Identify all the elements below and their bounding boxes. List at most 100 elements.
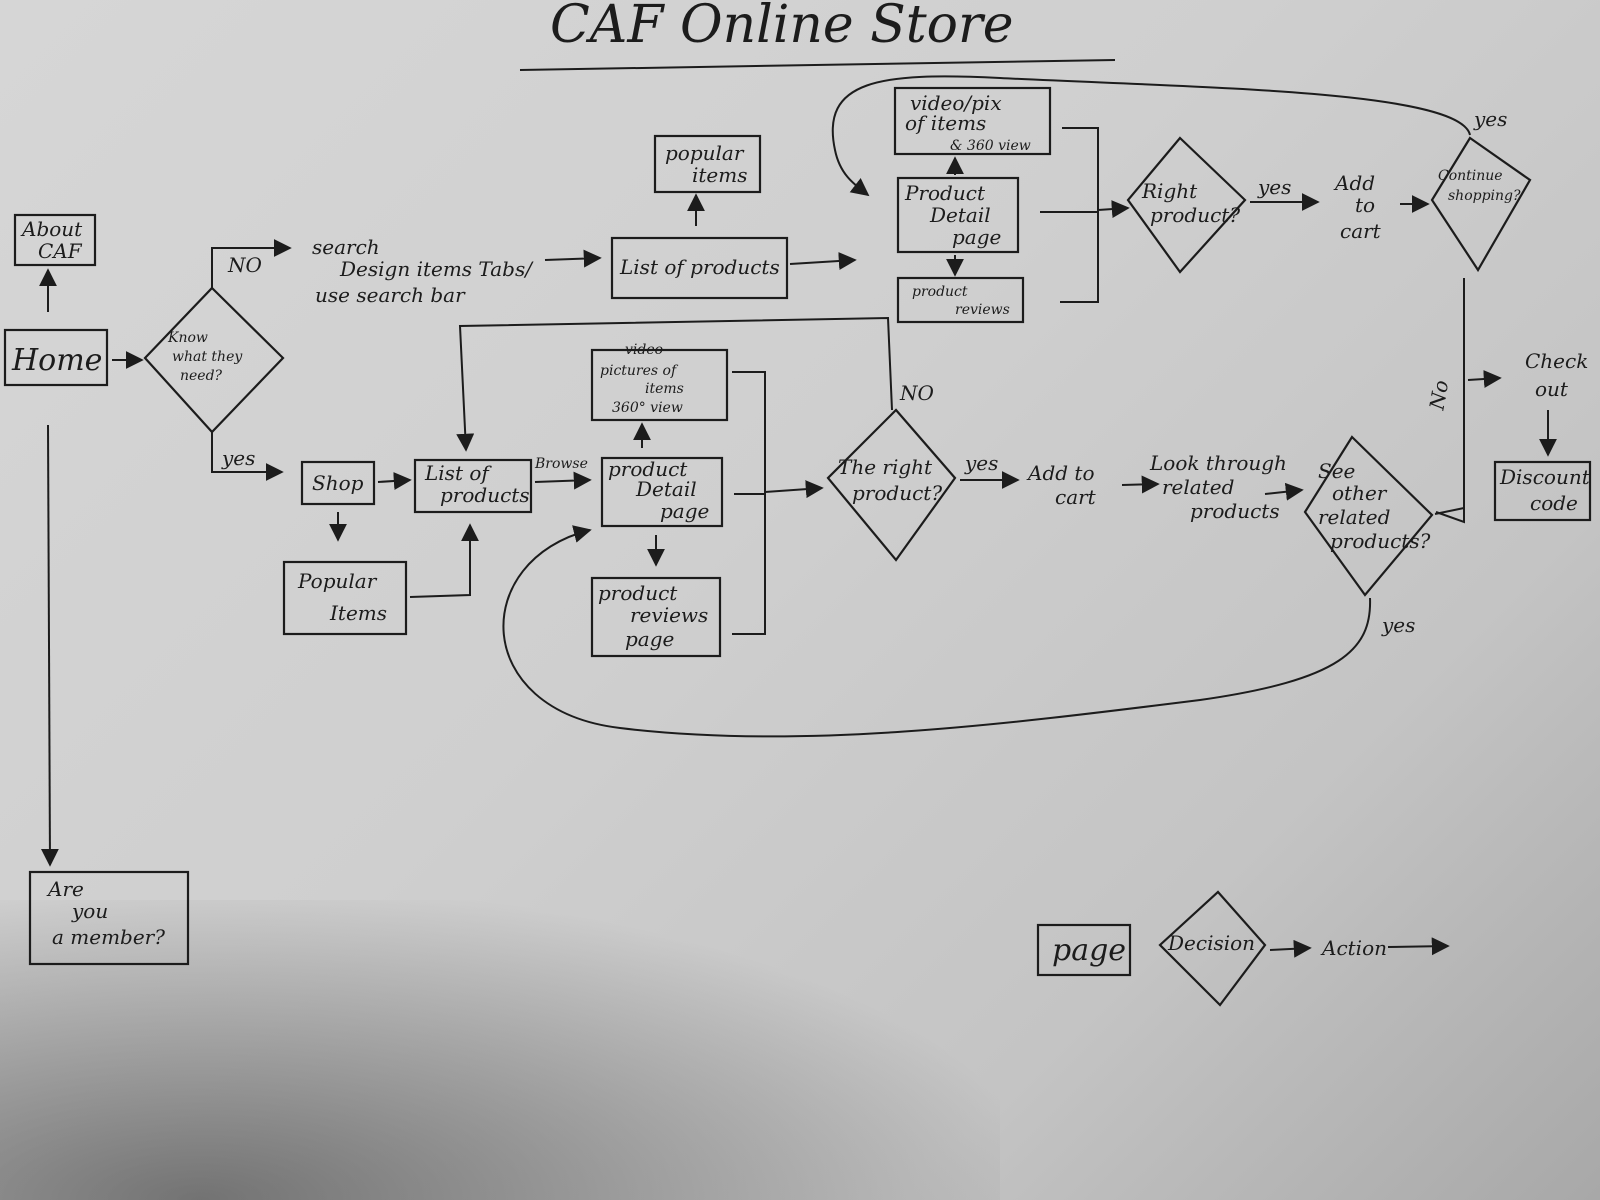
add-to-look-arrow	[1121, 475, 1160, 494]
continue-yes-loop-arrow	[831, 75, 1471, 197]
popular-items-bottom-label: Items	[329, 601, 387, 625]
continue-no-line	[1435, 278, 1465, 524]
search-label: use search bar	[315, 283, 466, 307]
product-detail-bottom-label: product	[608, 457, 688, 481]
right-product-bottom-label: The right	[838, 455, 933, 479]
right-no-loop-arrow	[456, 316, 893, 452]
shop-to-list-arrow	[377, 472, 412, 490]
know-need-label: what they	[172, 349, 243, 365]
list-products-bottom-label: products	[440, 483, 530, 507]
search-label: Design items Tabs/	[339, 257, 534, 281]
legend-decision-diamond	[1158, 890, 1267, 1007]
product-reviews-bottom-label: reviews	[630, 603, 708, 627]
popular-items-bottom-label: Popular	[297, 569, 378, 593]
title-underline	[519, 59, 1116, 71]
see-other-label: related	[1318, 505, 1390, 529]
see-other-decision	[1303, 435, 1434, 597]
product-reviews-bottom-label: page	[625, 627, 674, 651]
search-label: search	[312, 235, 380, 259]
about-caf-box	[13, 213, 97, 267]
know-need-label: Know	[167, 330, 208, 346]
product-reviews-bottom-box	[590, 576, 722, 658]
video-pictures-bottom-label: 360° view	[612, 400, 683, 416]
product-detail-top-label: Product	[904, 181, 986, 205]
checkout-label: out	[1535, 377, 1569, 401]
know-no-arrow	[211, 239, 292, 288]
home-label: Home	[11, 343, 102, 378]
add-to-cart-top-label: to	[1355, 193, 1375, 217]
product-reviews-top-label: reviews	[955, 302, 1010, 318]
bracket-to-right-bottom-arrow	[764, 480, 824, 499]
popular-to-list-arrow	[409, 523, 479, 598]
legend-page-label: page	[1052, 933, 1126, 968]
video-pix-top-label: video/pix	[910, 91, 1002, 115]
legend-decision-label: Decision	[1167, 931, 1255, 955]
look-through-label: related	[1162, 475, 1234, 499]
video-pictures-bottom-label: video	[625, 342, 663, 358]
continue-shopping-label: Continue	[1438, 168, 1503, 184]
popular-items-bottom-box	[282, 560, 408, 636]
list-products-top-box	[610, 236, 789, 300]
yes-bottom-label: yes	[964, 451, 998, 475]
know-need-label: need?	[180, 368, 223, 384]
member-label: a member?	[52, 925, 165, 949]
browse-label: Browse	[534, 456, 588, 472]
continue-shopping-label: shopping?	[1448, 188, 1521, 204]
product-detail-top-box	[896, 176, 1020, 254]
legend-page-box	[1036, 923, 1132, 977]
home-to-member-arrow	[40, 424, 59, 867]
shop-label: Shop	[312, 471, 364, 495]
add-to-cart-bottom-label: cart	[1055, 485, 1097, 509]
video-pictures-bottom-box	[590, 348, 729, 422]
know-yes-arrow	[211, 432, 284, 481]
see-other-no-line	[1434, 507, 1465, 515]
discount-code-label: Discount	[1499, 465, 1591, 489]
list-products-bottom-box	[413, 458, 533, 514]
popular-items-top-label: items	[692, 163, 748, 187]
member-label: Are	[46, 877, 84, 901]
product-reviews-top-box	[896, 276, 1025, 324]
legend-action-label: Action	[1320, 936, 1387, 960]
no-continue-label: No	[1424, 378, 1453, 412]
legend-action-arrow-out	[1387, 937, 1450, 956]
video-pix-top-label: & 360 view	[950, 138, 1031, 154]
look-to-see-arrow	[1264, 482, 1304, 501]
yes-continue-label: yes	[1473, 107, 1507, 131]
bracket-bottom	[732, 371, 766, 635]
member-label: you	[71, 899, 108, 923]
yes-see-label: yes	[1381, 613, 1415, 637]
see-other-label: other	[1332, 481, 1388, 505]
product-detail-top-label: page	[952, 225, 1001, 249]
list-products-top-label: List of products	[619, 255, 780, 279]
product-detail-bottom-label: page	[660, 499, 709, 523]
diagram-title: CAF Online Store	[550, 0, 1014, 55]
see-other-yes-loop-arrow	[502, 525, 1372, 738]
see-other-label: See	[1318, 459, 1355, 483]
product-detail-bottom-box	[600, 456, 724, 528]
no-right-label: NO	[899, 381, 934, 405]
video-pictures-bottom-label: items	[645, 381, 684, 397]
yes-know-label: yes	[221, 446, 255, 470]
popular-items-top-label: popular	[665, 141, 745, 165]
legend-action-arrow-in	[1269, 939, 1312, 958]
continue-shopping-decision	[1430, 136, 1532, 273]
add-to-cart-bottom-label: Add to	[1026, 461, 1094, 485]
list-to-detail-bottom-arrow	[534, 471, 592, 490]
checkout-label: Check	[1525, 349, 1588, 373]
to-checkout-arrow	[1467, 370, 1502, 388]
bracket-to-right-arrow	[1097, 200, 1130, 219]
yes-top-label: yes	[1257, 175, 1291, 199]
no-top-label: NO	[227, 253, 262, 277]
look-through-label: Look through	[1149, 451, 1287, 475]
search-to-list-arrow	[544, 249, 602, 268]
product-detail-bottom-label: Detail	[635, 477, 697, 501]
video-pix-top-box	[893, 86, 1052, 156]
right-product-bottom-decision	[826, 408, 957, 562]
look-through-label: products	[1190, 499, 1280, 523]
discount-code-box	[1493, 460, 1592, 522]
video-pix-top-label: of items	[905, 111, 986, 135]
bracket-top	[1060, 127, 1099, 303]
discount-code-label: code	[1530, 491, 1578, 515]
member-box	[28, 870, 190, 966]
